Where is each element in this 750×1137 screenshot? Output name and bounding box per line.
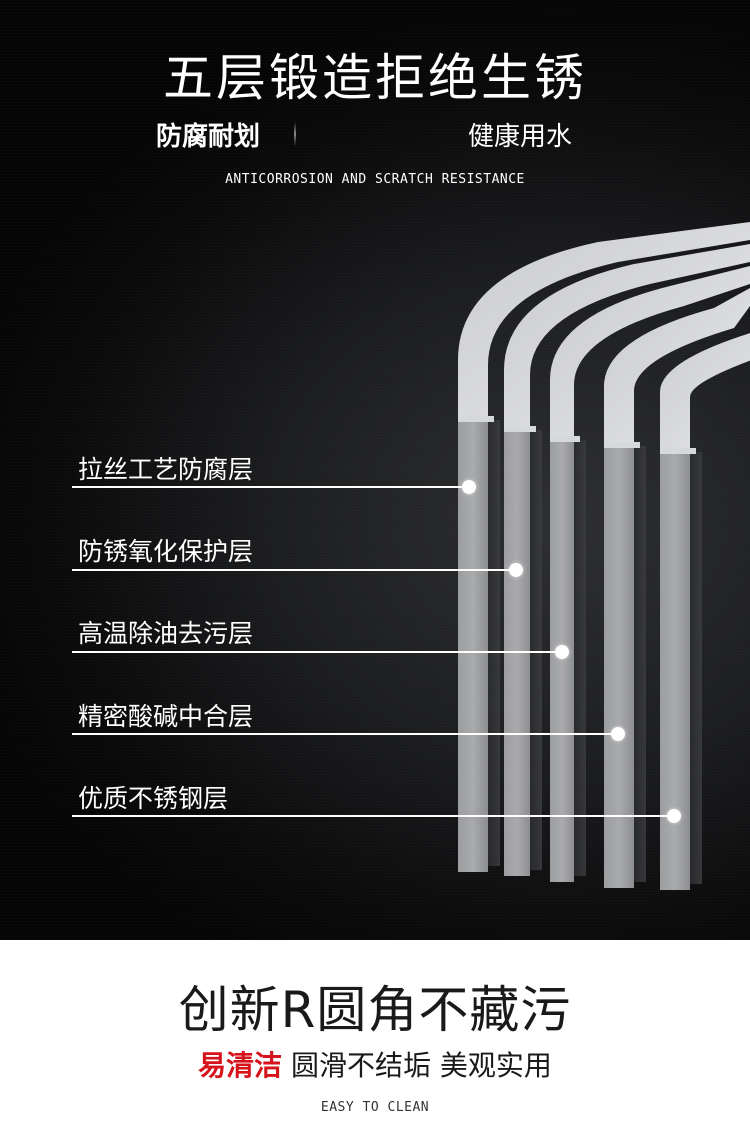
accent-text: 易清洁: [198, 1049, 283, 1082]
plate-face: [604, 446, 634, 888]
plate-edge: [458, 416, 494, 422]
layer-marker-dot: [667, 809, 681, 823]
plate-gap-shadow: [488, 420, 500, 866]
layer-label: 优质不锈钢层: [78, 784, 229, 813]
layer-label: 高温除油去污层: [78, 619, 254, 648]
layer-marker-dot: [462, 480, 476, 494]
leader-line: [72, 486, 469, 488]
plate-edge: [504, 426, 536, 432]
leader-line: [72, 651, 562, 653]
leader-line: [72, 733, 618, 735]
plate-face: [504, 430, 530, 876]
feature-tagline-row: 易清洁 圆滑不结垢 美观实用: [0, 1044, 750, 1084]
leader-line: [72, 569, 516, 571]
plate-curve: [604, 288, 750, 446]
plate-gap-shadow: [690, 452, 702, 884]
layer-marker-dot: [509, 563, 523, 577]
plate-gap-shadow: [530, 430, 542, 870]
subtitle-divider: [294, 122, 296, 146]
plate-curve: [458, 222, 750, 420]
plate-face: [458, 420, 488, 872]
tagline-text: 圆滑不结垢 美观实用: [291, 1049, 552, 1082]
layer-label: 精密酸碱中合层: [78, 702, 254, 731]
subtitle-right: 健康用水: [468, 122, 573, 152]
plate-edge: [550, 436, 580, 442]
leader-line: [72, 815, 674, 817]
headline: 五层锻造拒绝生锈: [163, 49, 587, 107]
plate-edge: [660, 448, 696, 454]
feature-english: EASY TO CLEAN: [320, 1100, 430, 1115]
plate-curve: [504, 244, 750, 430]
plate-gap-shadow: [634, 446, 646, 882]
plate-edge: [604, 442, 640, 448]
subtitle-english: ANTICORROSION AND SCRATCH RESISTANCE: [225, 172, 525, 187]
plate-gap-shadow: [574, 440, 586, 876]
subtitle-left: 防腐耐划: [156, 122, 261, 152]
layer-label: 拉丝工艺防腐层: [78, 455, 254, 484]
plate-face: [660, 452, 690, 890]
layer-marker-dot: [555, 645, 569, 659]
plate-curve: [660, 310, 750, 452]
plate-curve: [550, 266, 750, 440]
layers-section: 五层锻造拒绝生锈 防腐耐划 健康用水 ANTICORROSION AND SCR…: [0, 0, 750, 940]
clean-section: 创新R圆角不藏污 易清洁 圆滑不结垢 美观实用 EASY TO CLEAN: [0, 940, 750, 1137]
feature-title: 创新R圆角不藏污: [178, 981, 572, 1039]
plate-face: [550, 440, 574, 882]
layer-marker-dot: [611, 727, 625, 741]
layer-label: 防锈氧化保护层: [78, 537, 254, 566]
